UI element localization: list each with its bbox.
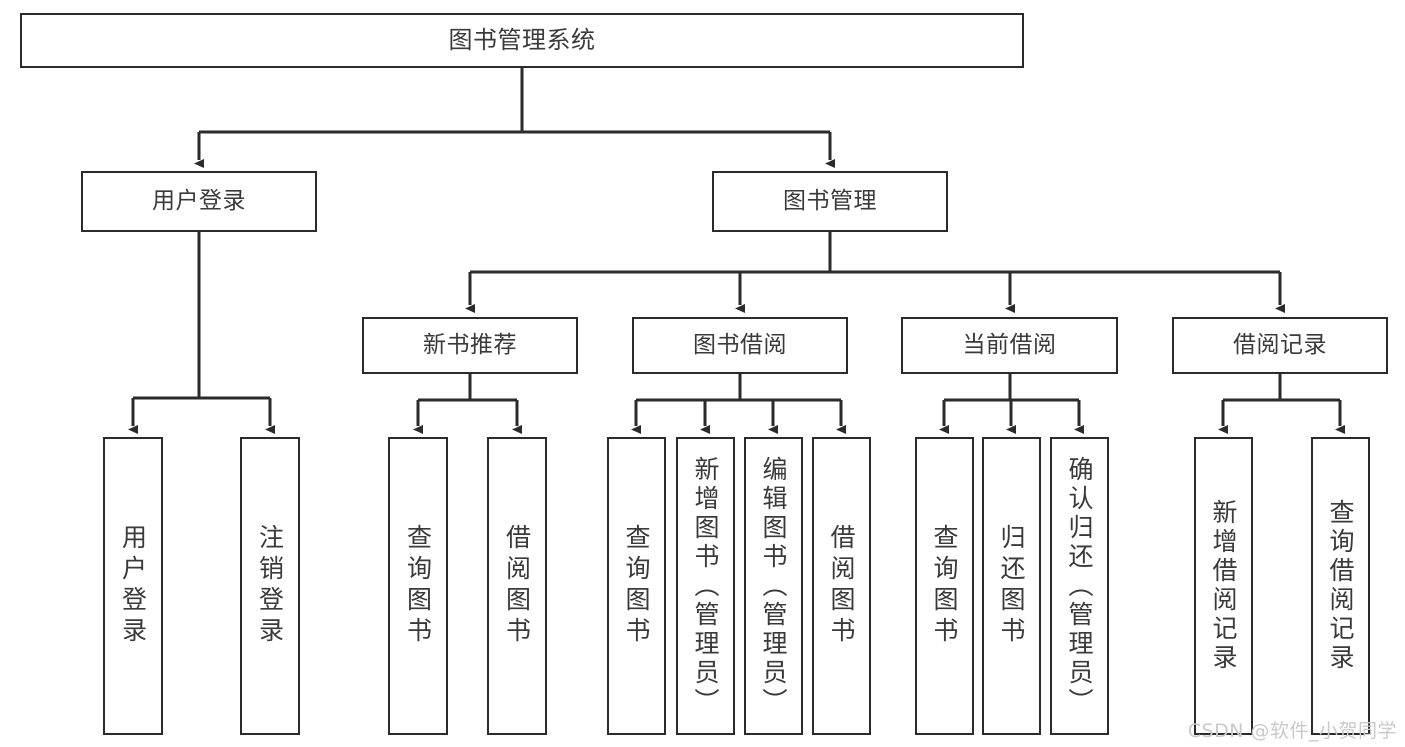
connector-current-borrow-to-leaves <box>939 374 1084 434</box>
node-leaf-edit-book-admin[interactable]: 编辑图书（管理员） <box>744 437 803 735</box>
node-leaf-add-book-admin[interactable]: 新增图书（管理员） <box>676 437 735 735</box>
node-leaf-edit-book-admin-label: 编辑图书（管理员） <box>759 455 788 717</box>
node-leaf-borrow-book-1[interactable]: 借阅图书 <box>487 437 547 735</box>
node-leaf-confirm-return-label: 确认归还（管理员） <box>1065 455 1094 717</box>
node-leaf-query-book-1-label: 查询图书 <box>403 524 433 648</box>
node-borrow-record[interactable]: 借阅记录 <box>1172 317 1388 374</box>
node-leaf-logout-label: 注销登录 <box>255 524 285 648</box>
node-leaf-return-book[interactable]: 归还图书 <box>982 437 1041 735</box>
node-leaf-return-book-label: 归还图书 <box>997 524 1026 648</box>
node-leaf-query-book-1[interactable]: 查询图书 <box>388 437 448 735</box>
node-book-borrow[interactable]: 图书借阅 <box>632 317 848 374</box>
connector-new-book-recommend-to-leaves <box>413 374 522 434</box>
node-leaf-borrow-book-2-label: 借阅图书 <box>827 524 856 648</box>
node-leaf-borrow-book-1-label: 借阅图书 <box>502 524 532 648</box>
node-book-borrow-label: 图书借阅 <box>693 332 787 359</box>
node-leaf-user-login-label: 用户登录 <box>118 524 148 648</box>
node-root[interactable]: 图书管理系统 <box>20 13 1024 68</box>
node-leaf-logout[interactable]: 注销登录 <box>240 437 300 735</box>
node-current-borrow[interactable]: 当前借阅 <box>901 317 1118 374</box>
node-leaf-query-book-3-label: 查询图书 <box>930 524 959 648</box>
node-current-borrow-label: 当前借阅 <box>962 332 1057 359</box>
node-leaf-add-book-admin-label: 新增图书（管理员） <box>691 455 720 717</box>
node-new-book-recommend-label: 新书推荐 <box>423 332 517 359</box>
node-leaf-add-borrow-record-label: 新增借阅记录 <box>1209 499 1238 673</box>
node-borrow-record-label: 借阅记录 <box>1233 332 1327 359</box>
node-leaf-query-borrow-record[interactable]: 查询借阅记录 <box>1311 437 1370 735</box>
node-root-label: 图书管理系统 <box>448 25 596 54</box>
connector-book-borrow-to-leaves <box>631 374 846 434</box>
node-leaf-add-borrow-record[interactable]: 新增借阅记录 <box>1194 437 1253 735</box>
connector-borrow-record-to-leaves <box>1218 374 1345 434</box>
node-new-book-recommend[interactable]: 新书推荐 <box>362 317 578 374</box>
node-leaf-query-borrow-record-label: 查询借阅记录 <box>1326 499 1355 673</box>
node-leaf-query-book-3[interactable]: 查询图书 <box>915 437 974 735</box>
node-book-manage-label: 图书管理 <box>783 188 877 215</box>
node-book-manage[interactable]: 图书管理 <box>712 171 948 232</box>
node-user-login-label: 用户登录 <box>152 188 246 215</box>
connector-user-login-to-leaves <box>128 232 275 434</box>
node-leaf-query-book-2[interactable]: 查询图书 <box>607 437 666 735</box>
node-leaf-user-login[interactable]: 用户登录 <box>103 437 163 735</box>
node-leaf-borrow-book-2[interactable]: 借阅图书 <box>812 437 871 735</box>
connector-book-manage-to-level3 <box>465 232 1285 313</box>
connector-root-to-level2 <box>194 68 835 168</box>
node-leaf-query-book-2-label: 查询图书 <box>622 524 651 648</box>
node-user-login[interactable]: 用户登录 <box>81 171 317 232</box>
node-leaf-confirm-return[interactable]: 确认归还（管理员） <box>1050 437 1109 735</box>
